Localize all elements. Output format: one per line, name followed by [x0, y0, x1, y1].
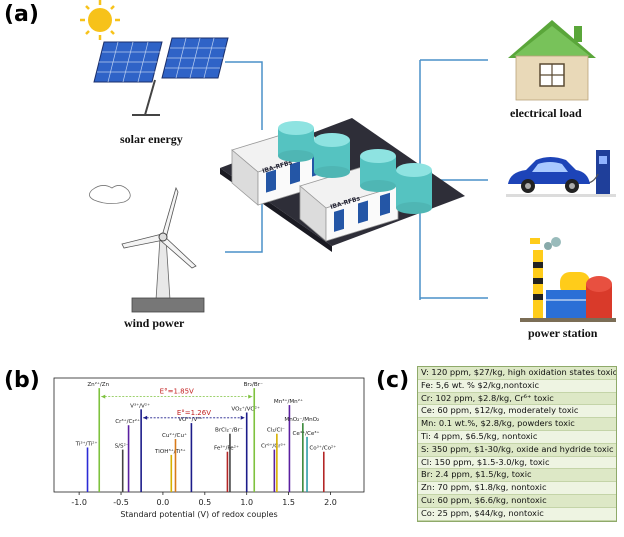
tank-2: [314, 133, 350, 178]
redox-label: BrCl₂⁻/Br⁻: [215, 428, 243, 434]
table-row: Ce: 60 ppm, $12/kg, moderately toxic: [418, 405, 616, 419]
arrow-right: [248, 394, 253, 399]
arrow-right: [240, 415, 245, 420]
table-row: Br: 2.4 ppm, $1.5/kg, toxic: [418, 469, 616, 483]
arrow-left: [143, 415, 148, 420]
table-row: Zn: 70 ppm, $1.8/kg, nontoxic: [418, 482, 616, 495]
power-station-icon: [520, 237, 616, 322]
redox-label: Fe³⁺/Fe²⁺: [214, 445, 239, 452]
table-row: Mn: 0.1 wt.%, $2.8/kg, powders toxic: [418, 418, 616, 431]
wind-power-label: wind power: [124, 316, 185, 330]
arrow-left: [101, 394, 106, 399]
battery-platform: IBA-RFBs IBA-RFBs: [220, 118, 465, 252]
solar-panel-icon: [93, 37, 229, 116]
tank-4: [396, 163, 432, 214]
tank-3: [360, 149, 396, 192]
redox-label: TiOH³⁺/Ti³⁺: [154, 448, 186, 455]
plot-frame: [53, 377, 365, 493]
table-row: Cu: 60 ppm, $6.6/kg, nontoxic: [418, 494, 616, 508]
x-tick-label: 0.0: [157, 498, 170, 507]
table-row: V: 120 ppm, $27/kg, high oxidation state…: [418, 367, 616, 380]
redox-label: MnO₂⁻/MnO₂: [284, 417, 319, 423]
system-diagram: IBA-RFBs IBA-RFBs: [80, 0, 616, 322]
table-row: Co: 25 ppm, $44/kg, nontoxic: [418, 507, 616, 521]
power-station-label: power station: [528, 326, 598, 340]
table-row: Cr: 102 ppm, $2.8/kg, Cr⁶⁺ toxic: [418, 392, 616, 406]
redox-label: Br₂/Br⁻: [244, 382, 263, 388]
x-tick-label: -1.0: [71, 498, 87, 507]
redox-label: VO₂⁺/VO²⁺: [231, 406, 260, 413]
table-row: Cl: 150 ppm, $1.5-3.0/kg, toxic: [418, 456, 616, 470]
redox-label: Cl₂/Cl⁻: [267, 428, 285, 434]
electrical-load-label: electrical load: [510, 106, 582, 120]
tank-1: [278, 121, 314, 162]
house-icon: [508, 20, 596, 101]
redox-label: Ti³⁺/Ti²⁺: [75, 440, 98, 447]
redox-label: Zn²⁺/Zn: [87, 381, 109, 388]
panel-label-c: (c): [376, 368, 410, 393]
redox-label: Cr⁶⁺/Cr³⁺: [261, 443, 286, 450]
redox-label: VO²⁺/V³⁺: [178, 416, 202, 423]
redox-label: Cr³⁺/Cr²⁺: [115, 418, 140, 425]
redox-label: Cu²⁺/Cu⁺: [162, 432, 187, 439]
electric-car-icon: [506, 150, 616, 197]
potential-annotation: E°=1.85V: [160, 388, 194, 396]
redox-label: Co³⁺/Co²⁺: [309, 445, 336, 452]
panel-label-b: (b): [4, 368, 40, 393]
x-tick-label: -0.5: [113, 498, 129, 507]
redox-label: Ce⁴⁺/Ce³⁺: [293, 430, 320, 437]
redox-label: S/S²⁻: [115, 443, 129, 450]
wind-turbine-icon: [89, 185, 205, 313]
solar-energy-label: solar energy: [120, 132, 183, 146]
table-row: Fe: 5,6 wt. % $2/kg,nontoxic: [418, 379, 616, 393]
element-properties-table: V: 120 ppm, $27/kg, high oxidation state…: [417, 366, 617, 522]
potential-annotation: E°=1.26V: [177, 409, 211, 417]
x-tick-label: 1.5: [282, 498, 295, 507]
x-tick-label: 0.5: [198, 498, 211, 507]
redox-label: Mn³⁺/Mn²⁺: [274, 398, 303, 405]
x-tick-label: 2.0: [324, 498, 337, 507]
sun-icon: [80, 0, 120, 40]
x-tick-label: 1.0: [240, 498, 253, 507]
x-axis-label: Standard potential (V) of redox couples: [120, 510, 277, 519]
panel-label-a: (a): [4, 2, 39, 27]
table-row: Ti: 4 ppm, $6.5/kg, nontoxic: [418, 430, 616, 444]
redox-label: V³⁺/V²⁺: [130, 402, 150, 409]
table-row: S: 350 ppm, $1-30/kg, oxide and hydride …: [418, 443, 616, 457]
